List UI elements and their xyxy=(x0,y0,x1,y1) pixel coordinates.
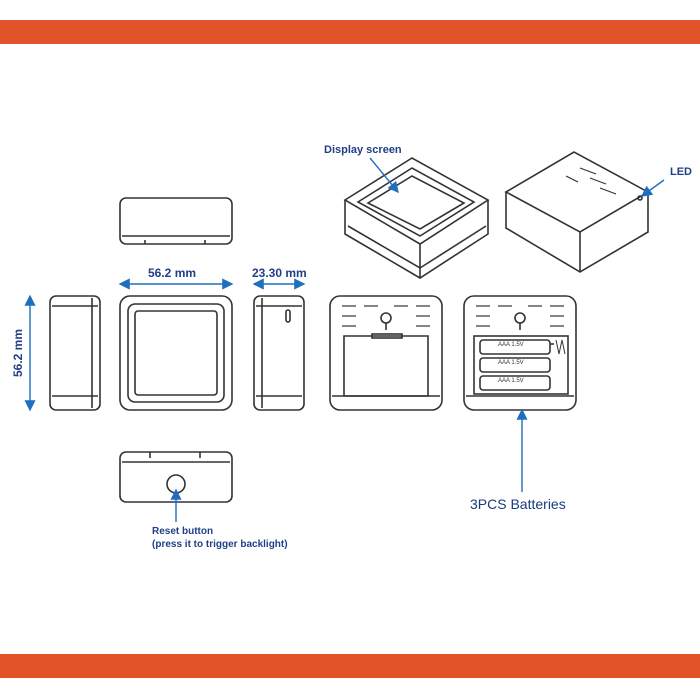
front-view xyxy=(119,295,233,411)
battery-1 xyxy=(479,339,566,355)
reset-button-title: Reset button xyxy=(152,526,214,537)
battery-3 xyxy=(479,375,551,391)
battery-1-marking: AAA 1.5V xyxy=(498,342,524,348)
isometric-back-view xyxy=(504,151,650,273)
led-label: LED xyxy=(670,166,692,178)
width-dimension-label: 56.2 mm xyxy=(148,266,197,280)
battery-2 xyxy=(479,357,551,373)
back-view-open xyxy=(463,295,577,411)
batteries-label: 3PCS Batteries xyxy=(470,496,566,512)
display-pointer xyxy=(369,157,399,194)
left-side-view xyxy=(49,295,101,411)
back-view-closed xyxy=(329,295,443,411)
height-dimension-label: 56.2 mm xyxy=(11,328,26,378)
isometric-front-view xyxy=(343,157,490,279)
bottom-accent-band xyxy=(0,654,700,678)
reset-button-label: Reset button (press it to trigger backli… xyxy=(152,525,288,551)
battery-2-marking: AAA 1.5V xyxy=(498,360,524,366)
led-indicator-icon xyxy=(637,195,643,201)
right-side-view xyxy=(253,295,305,411)
depth-dimension-label: 23.30 mm xyxy=(252,266,307,280)
display-screen-label: Display screen xyxy=(324,144,402,156)
reset-button-note: (press it to trigger backlight) xyxy=(152,539,288,550)
battery-3-marking: AAA 1.5V xyxy=(498,378,524,384)
top-accent-band xyxy=(0,20,700,44)
led-pointer xyxy=(640,179,665,197)
top-view xyxy=(119,197,233,245)
